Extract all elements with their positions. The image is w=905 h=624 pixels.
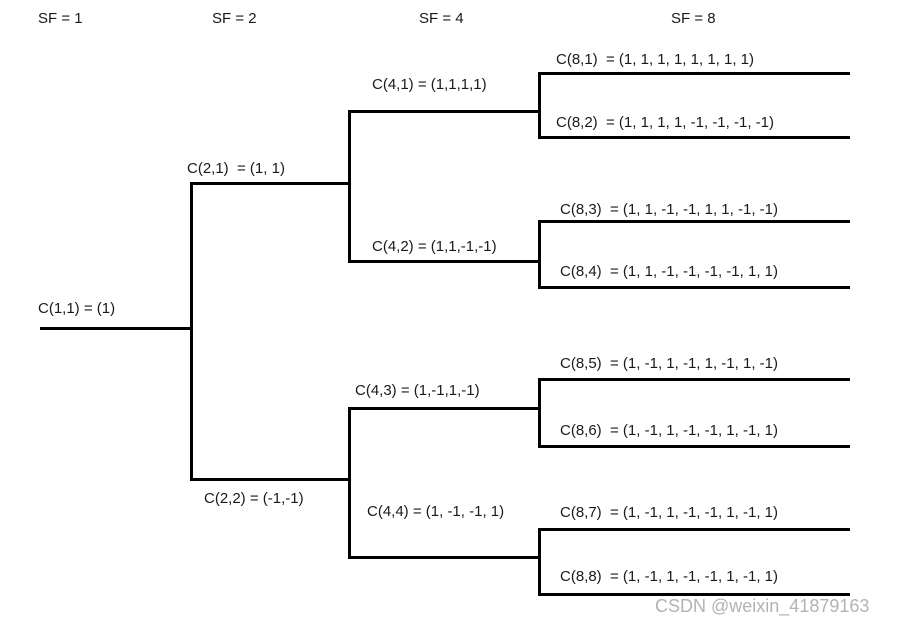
column-header-sf4: SF = 4	[419, 10, 464, 27]
branch-line-c22	[190, 478, 351, 481]
branch-connector-c44-children	[538, 528, 541, 596]
node-label-c41: C(4,1) = (1,1,1,1)	[372, 76, 487, 93]
node-label-c44: C(4,4) = (1, -1, -1, 1)	[367, 503, 505, 520]
node-label-c81: C(8,1) = (1, 1, 1, 1, 1, 1, 1, 1)	[556, 51, 755, 68]
branch-line-c43	[348, 407, 541, 410]
branch-line-c41	[348, 110, 541, 113]
branch-line-c88	[538, 593, 850, 596]
branch-line-c86	[538, 445, 850, 448]
node-label-c84: C(8,4) = (1, 1, -1, -1, -1, -1, 1, 1)	[560, 263, 778, 280]
node-label-c86: C(8,6) = (1, -1, 1, -1, -1, 1, -1, 1)	[560, 422, 778, 439]
node-label-c85: C(8,5) = (1, -1, 1, -1, 1, -1, 1, -1)	[560, 355, 778, 372]
branch-line-c44	[348, 556, 541, 559]
branch-line-root	[40, 327, 193, 330]
column-header-sf1: SF = 1	[38, 10, 83, 27]
branch-connector-c22-children	[348, 407, 351, 559]
branch-line-c81	[538, 72, 850, 75]
node-label-c83: C(8,3) = (1, 1, -1, -1, 1, 1, -1, -1)	[560, 201, 778, 218]
node-label-c21: C(2,1) = (1, 1)	[187, 160, 285, 177]
branch-connector-sf1-sf2	[190, 182, 193, 481]
branch-line-c85	[538, 378, 850, 381]
node-label-c88: C(8,8) = (1, -1, 1, -1, -1, 1, -1, 1)	[560, 568, 778, 585]
node-label-c87: C(8,7) = (1, -1, 1, -1, -1, 1, -1, 1)	[560, 504, 778, 521]
branch-connector-c41-children	[538, 72, 541, 139]
node-label-c82: C(8,2) = (1, 1, 1, 1, -1, -1, -1, -1)	[556, 114, 774, 131]
branch-connector-c43-children	[538, 378, 541, 448]
branch-line-c42	[348, 260, 541, 263]
column-header-sf8: SF = 8	[671, 10, 716, 27]
branch-line-c84	[538, 286, 850, 289]
csdn-watermark: CSDN @weixin_41879163	[655, 596, 870, 616]
node-label-c42: C(4,2) = (1,1,-1,-1)	[372, 238, 497, 255]
branch-connector-c21-children	[348, 110, 351, 263]
node-label-c11: C(1,1) = (1)	[38, 300, 116, 317]
column-header-sf2: SF = 2	[212, 10, 257, 27]
branch-line-c83	[538, 220, 850, 223]
branch-line-c87	[538, 528, 850, 531]
node-label-c22: C(2,2) = (-1,-1)	[204, 490, 304, 507]
branch-line-c21	[190, 182, 351, 185]
node-label-c43: C(4,3) = (1,-1,1,-1)	[355, 382, 480, 399]
branch-connector-c42-children	[538, 220, 541, 289]
branch-line-c82	[538, 136, 850, 139]
